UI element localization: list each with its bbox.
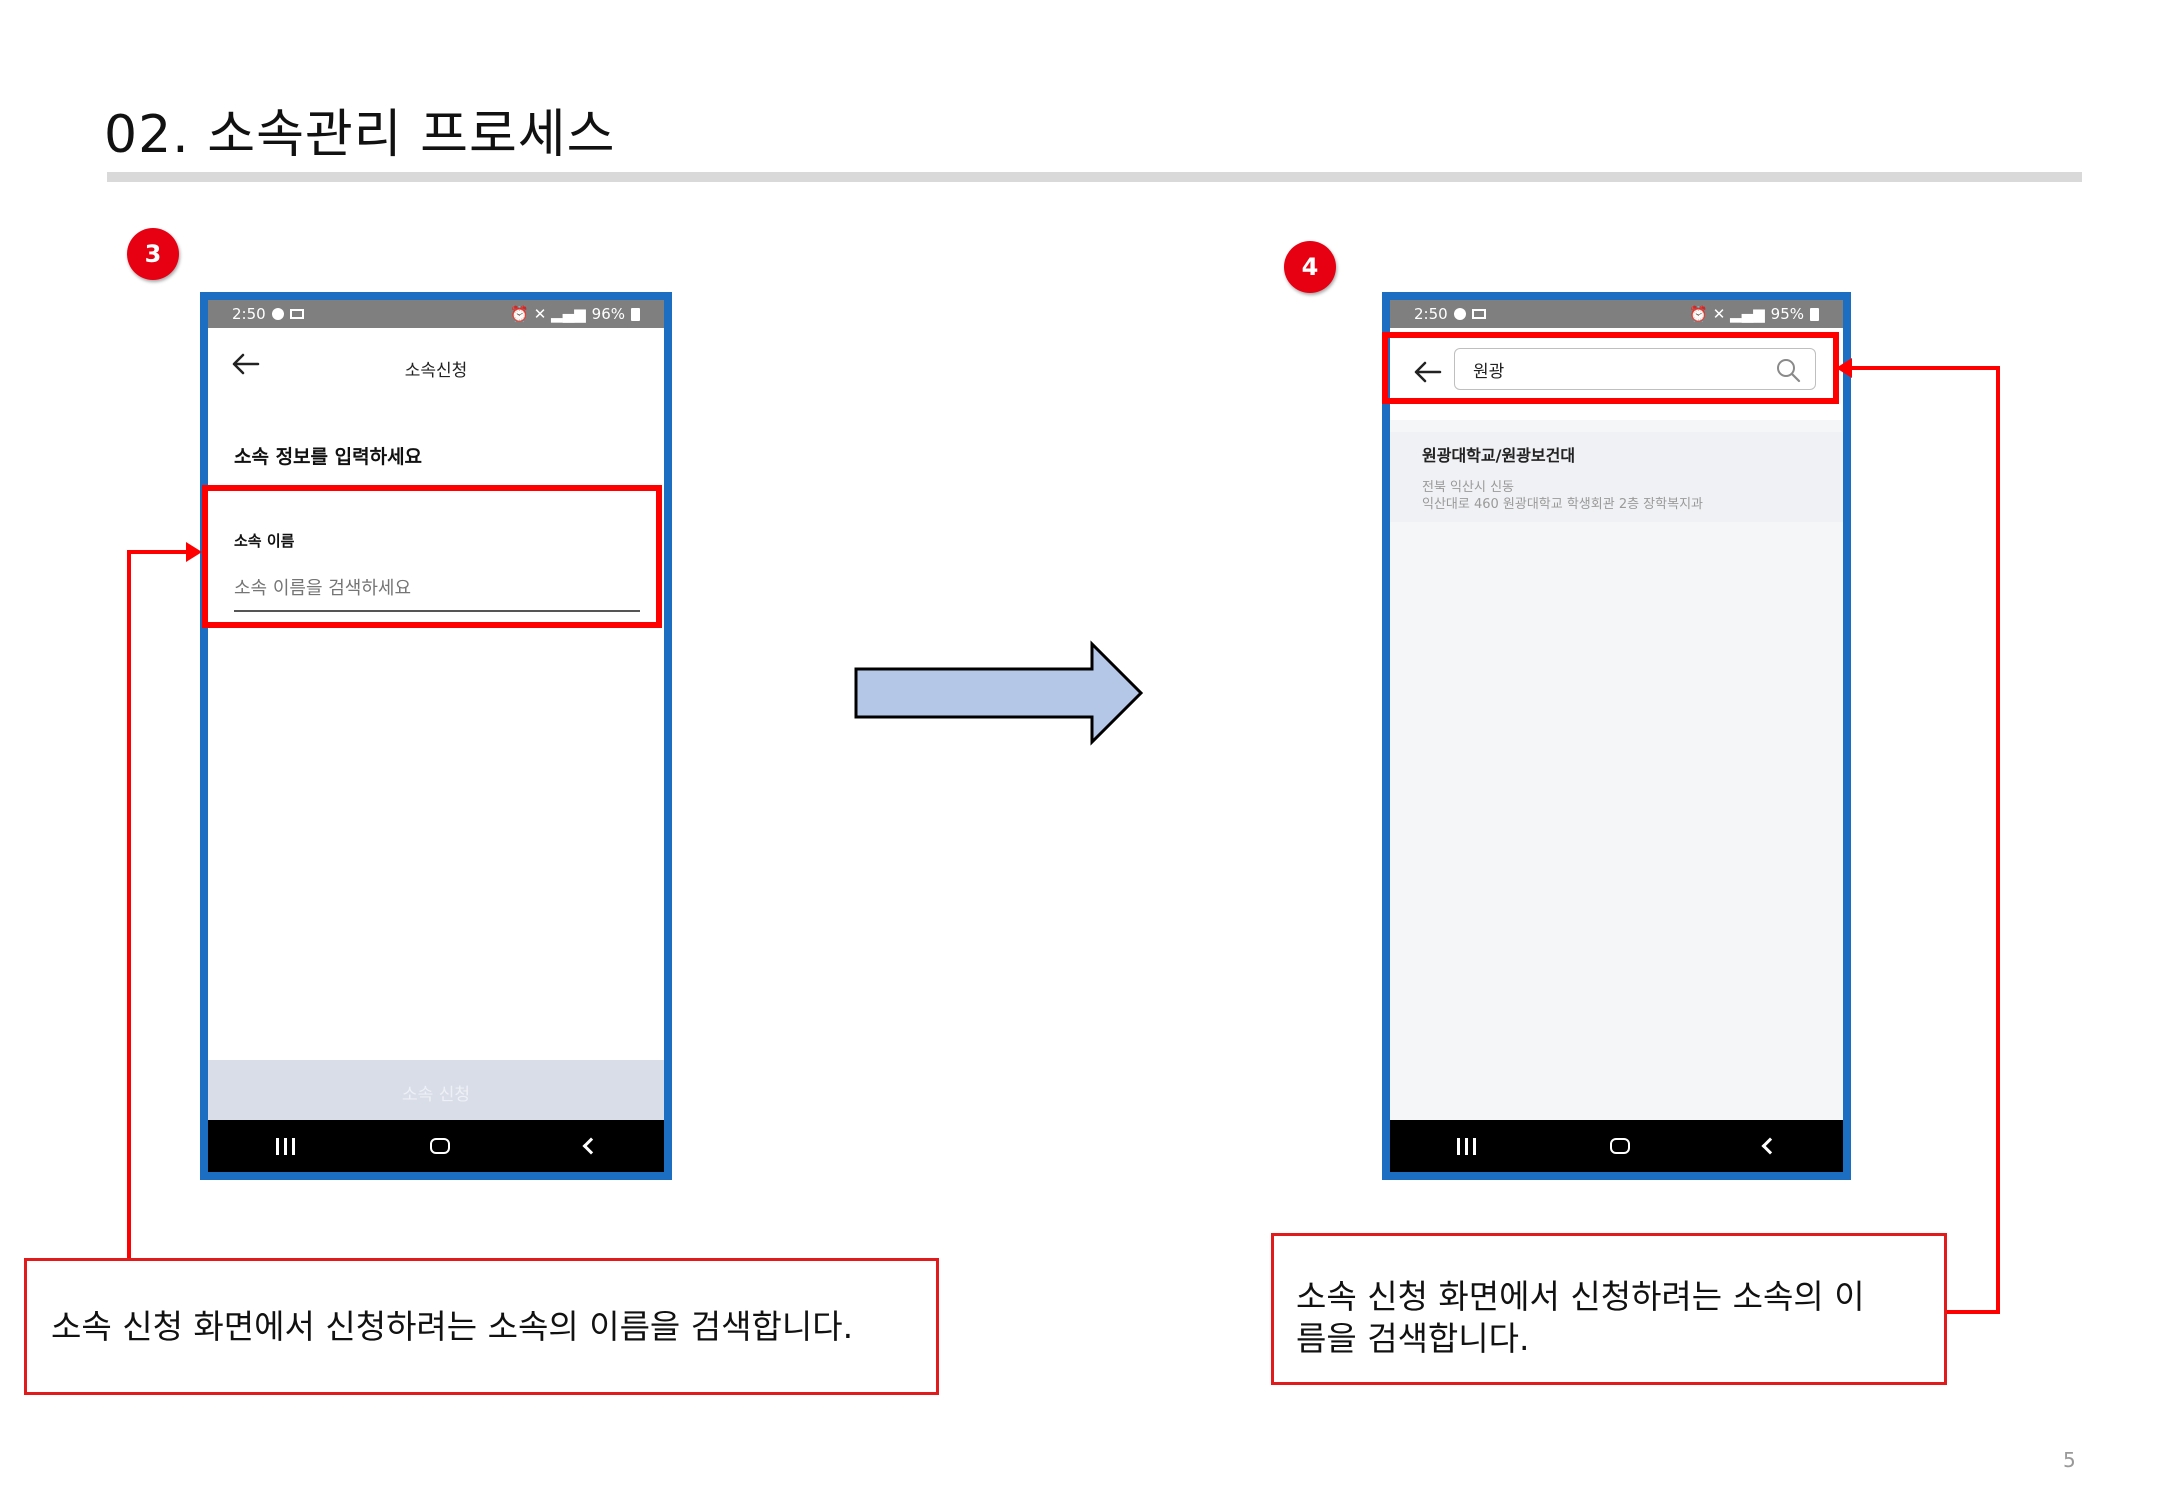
callout-right-text-line2: 름을 검색합니다. — [1296, 1319, 1530, 1358]
status-bar: 2:50 ⏰ ✕ ▂▄▆ 96% — [208, 300, 664, 328]
system-nav-bar — [208, 1120, 664, 1172]
step-badge-3: 3 — [127, 228, 179, 280]
callout-connector-right-vertical — [1996, 366, 2000, 1314]
callout-left-text: 소속 신청 화면에서 신청하려는 소속의 이름을 검색합니다. — [51, 1306, 854, 1346]
affiliation-name-label: 소속 이름 — [234, 532, 295, 550]
callout-right: 소속 신청 화면에서 신청하려는 소속의 이 름을 검색합니다. — [1271, 1233, 1947, 1385]
highlight-search-bar — [1382, 332, 1839, 404]
results-background — [1390, 420, 1843, 1120]
search-input[interactable] — [1473, 359, 1753, 379]
battery-percent: 95% — [1770, 305, 1804, 323]
submit-affiliation-button[interactable]: 소속 신청 — [208, 1060, 664, 1124]
signal-icons: ⏰ ✕ ▂▄▆ — [510, 305, 586, 323]
system-nav-bar — [1390, 1120, 1843, 1172]
gallery-icon — [1471, 309, 1486, 319]
form-heading: 소속 정보를 입력하세요 — [234, 446, 423, 468]
screen-title: 소속신청 — [404, 361, 468, 381]
search-box[interactable] — [1454, 348, 1816, 390]
notification-icon — [1453, 308, 1466, 320]
back-arrow-icon[interactable] — [230, 352, 260, 376]
status-time: 2:50 — [1414, 305, 1448, 323]
battery-icon — [1810, 307, 1819, 321]
callout-connector-right-bottom — [1946, 1310, 2000, 1314]
input-underline — [234, 610, 640, 612]
title-divider — [107, 172, 2082, 182]
recent-apps-icon[interactable] — [1457, 1137, 1476, 1155]
callout-left: 소속 신청 화면에서 신청하려는 소속의 이름을 검색합니다. — [24, 1258, 939, 1395]
status-time: 2:50 — [232, 305, 266, 323]
recent-apps-icon[interactable] — [275, 1137, 295, 1155]
battery-percent: 96% — [591, 305, 625, 323]
back-arrow-icon[interactable] — [1412, 360, 1442, 384]
right-arrow-icon — [854, 640, 1144, 746]
callout-arrowhead-right — [1836, 358, 1852, 378]
callout-connector-left-vertical — [127, 550, 131, 1262]
phone-screen-search: 2:50 ⏰ ✕ ▂▄▆ 95% 원광대학교/원광보건대 전북 익산시 신동 익… — [1382, 292, 1851, 1180]
result-name: 원광대학교/원광보건대 — [1422, 446, 1576, 465]
home-icon[interactable] — [1610, 1138, 1630, 1154]
callout-connector-left-horizontal — [127, 550, 189, 554]
page-number: 5 — [2063, 1448, 2076, 1472]
gallery-icon — [289, 309, 304, 319]
slide-title: 02. 소속관리 프로세스 — [104, 105, 616, 165]
nav-back-icon[interactable] — [582, 1137, 599, 1155]
result-address-2: 익산대로 460 원광대학교 학생회관 2층 장학복지과 — [1422, 497, 1703, 512]
search-icon[interactable] — [1775, 357, 1801, 383]
search-result-item[interactable]: 원광대학교/원광보건대 전북 익산시 신동 익산대로 460 원광대학교 학생회… — [1390, 432, 1843, 522]
phone-screen-application: 2:50 ⏰ ✕ ▂▄▆ 96% 소속신청 소속 정보를 입력하세요 소속 이름… — [200, 292, 672, 1180]
callout-right-text-line1: 소속 신청 화면에서 신청하려는 소속의 이 — [1296, 1277, 1865, 1316]
home-icon[interactable] — [429, 1138, 450, 1154]
affiliation-search-input[interactable] — [234, 578, 614, 599]
callout-connector-right-top — [1848, 366, 2000, 370]
battery-icon — [631, 307, 640, 321]
nav-back-icon[interactable] — [1761, 1137, 1779, 1155]
signal-icons: ⏰ ✕ ▂▄▆ — [1689, 305, 1765, 323]
callout-arrowhead-left — [186, 542, 202, 562]
notification-icon — [271, 308, 284, 320]
result-address-1: 전북 익산시 신동 — [1422, 480, 1514, 495]
highlight-search-field — [202, 485, 662, 628]
status-bar: 2:50 ⏰ ✕ ▂▄▆ 95% — [1390, 300, 1843, 328]
step-badge-4: 4 — [1284, 241, 1336, 293]
